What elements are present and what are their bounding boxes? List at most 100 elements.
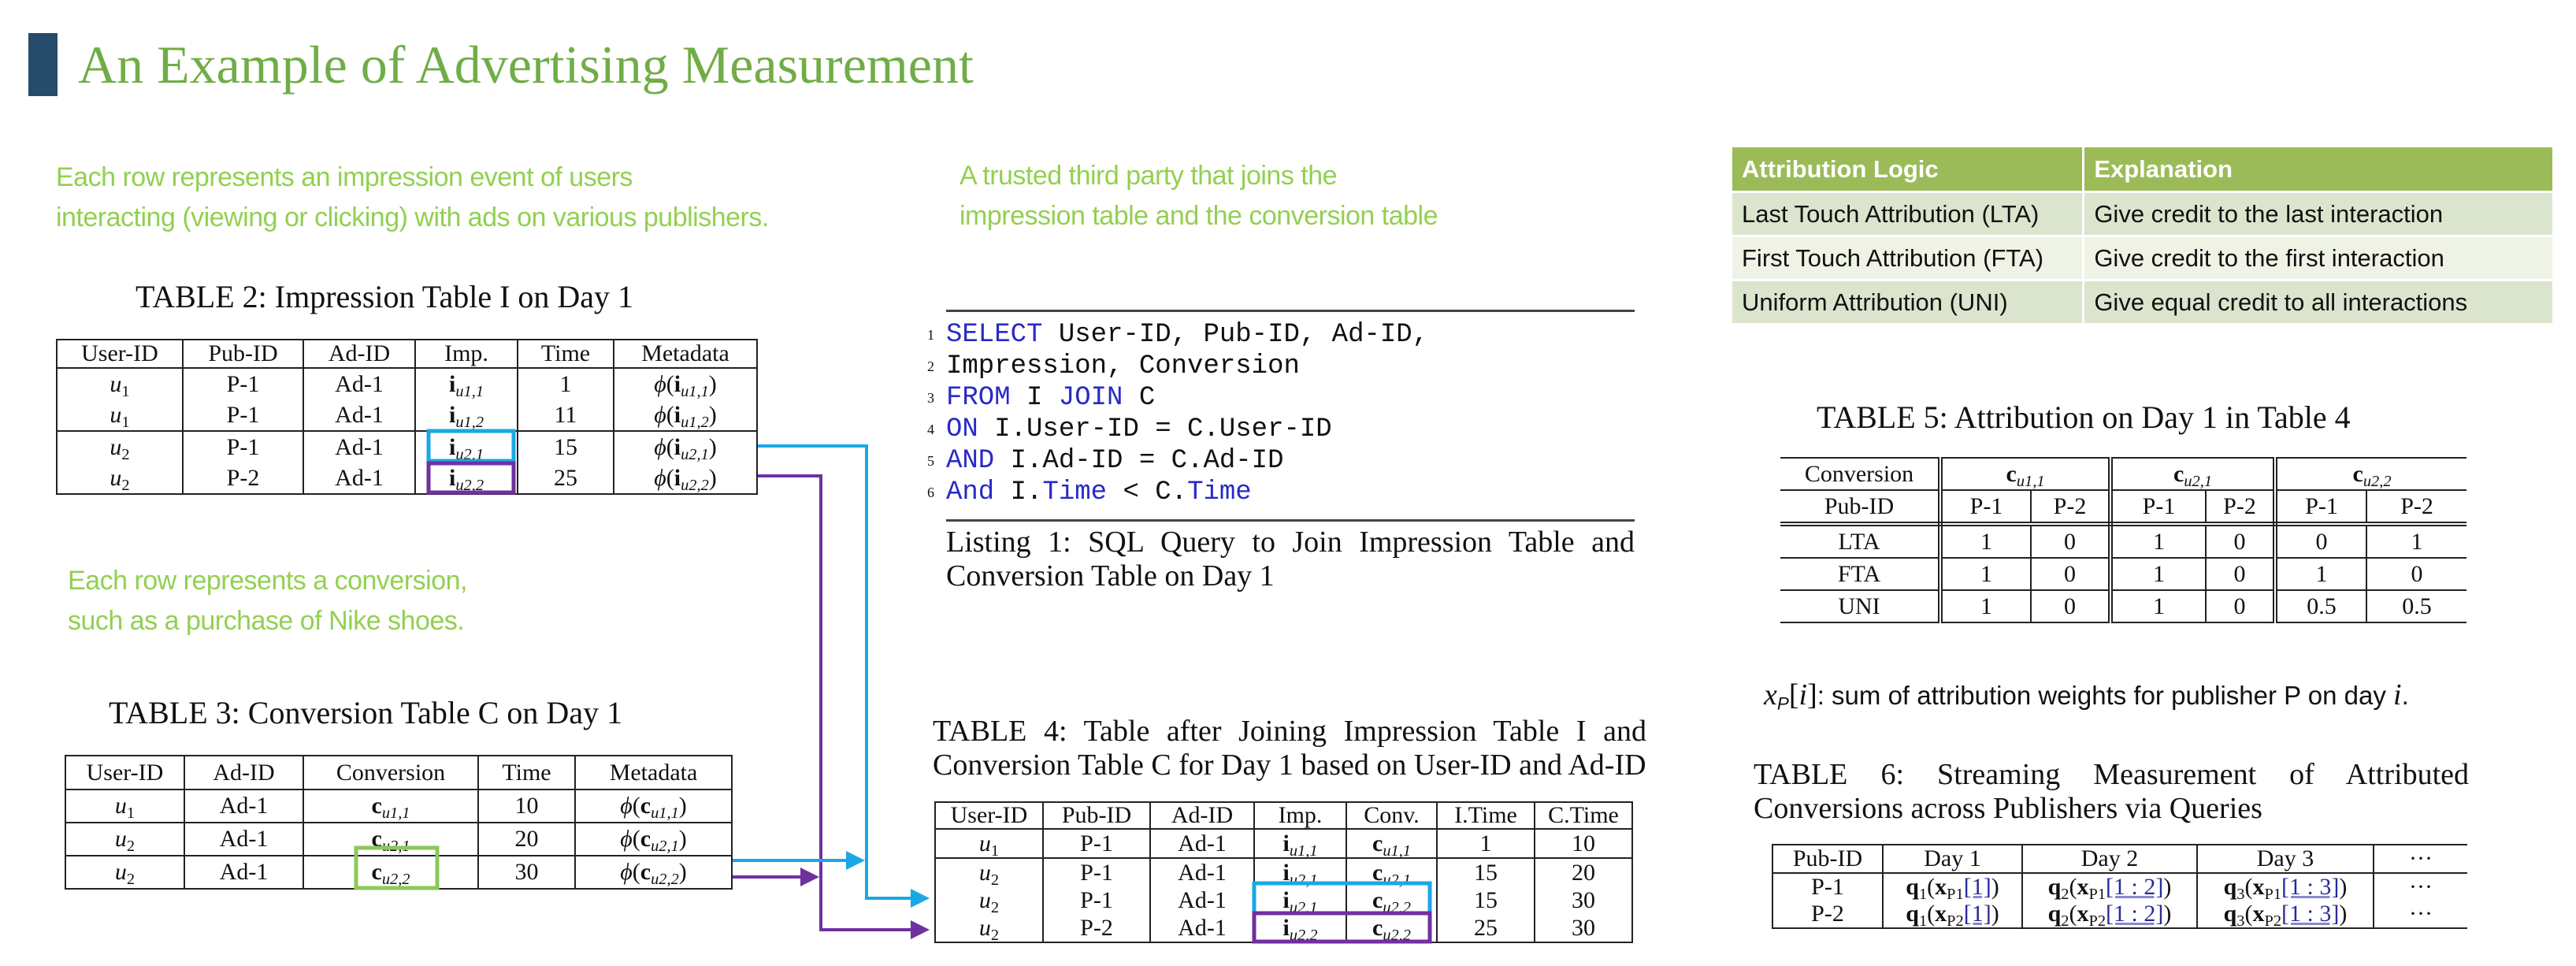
row-label: UNI [1780, 589, 1943, 622]
table-cell: 20 [477, 823, 576, 856]
phi-symbol: ϕ [620, 826, 633, 852]
column-header: Time [517, 340, 614, 369]
paren: ) [678, 793, 687, 819]
column-header: Ad-ID [303, 340, 416, 369]
paren: ( [666, 370, 674, 397]
phi-symbol: ϕ [654, 401, 666, 428]
table-cell: u1 [56, 399, 184, 431]
attribution-weight: 0 [2031, 557, 2114, 590]
subscript: u2,2 [2363, 472, 2392, 490]
subscript: 1 [126, 804, 135, 823]
query-symbol: q [2047, 874, 2062, 900]
sql-keyword: Time [1187, 477, 1252, 507]
note-line: impression table and the conversion tabl… [960, 201, 1438, 231]
table-cell: 1 [517, 368, 614, 399]
subscript: u2,2 [455, 476, 484, 494]
note-line: A trusted third party that joins the [960, 161, 1338, 191]
formula-var: x [1764, 678, 1777, 711]
math-vector: i [1282, 914, 1290, 941]
line-number: 1 [927, 327, 934, 343]
formula-idx: i [1798, 678, 1808, 711]
paren: ) [708, 401, 717, 428]
table-cell: iu2,2 [414, 463, 518, 494]
paren: ( [632, 793, 640, 819]
subscript: u2,1 [2184, 472, 2213, 490]
subscript: u1,2 [681, 413, 709, 431]
table-cell: ϕ(iu1,2) [613, 399, 758, 431]
phi-symbol: ϕ [654, 433, 666, 460]
subscript: u2,1 [455, 445, 484, 463]
sql-keyword: FROM [946, 383, 1011, 413]
subscript: u1,1 [681, 382, 709, 400]
line-number: 4 [927, 422, 934, 437]
table-cell: u2 [934, 886, 1044, 916]
math-vector: c [2006, 460, 2017, 487]
explanation-cell: Give equal credit to all interactions [2084, 281, 2552, 323]
table-cell: 15 [1436, 886, 1535, 914]
column-header: User-ID [934, 802, 1044, 830]
subscript: 2 [2061, 886, 2069, 904]
table-cell: iu1,1 [1253, 829, 1347, 859]
subscript: 2 [990, 926, 1000, 944]
paren: ( [2244, 874, 2253, 900]
query-symbol: q [1906, 874, 1919, 900]
subscript: u1,1 [455, 382, 484, 400]
paren: ( [632, 859, 640, 885]
paren: ( [666, 433, 674, 460]
attribution-weight: 0 [2206, 557, 2278, 590]
subscript: u2,2 [381, 871, 410, 889]
subscript: u2,1 [1289, 898, 1318, 916]
index-range-link: [1 : 3] [2281, 874, 2340, 900]
subscript: u2,1 [381, 838, 410, 856]
math-var: u [109, 464, 122, 491]
subscript: u2,2 [1383, 926, 1411, 944]
subscript: P2 [2088, 912, 2106, 931]
table-cell: 1 [1436, 829, 1535, 858]
math-var: u [114, 859, 127, 885]
math-var: u [114, 826, 127, 852]
table-cell: 30 [1534, 914, 1633, 942]
conversion-header: cu1,1 [1940, 458, 2114, 491]
note-line: Each row represents an impression event … [56, 162, 633, 192]
query-symbol: q [2223, 874, 2237, 900]
column-header: Pub-ID [1042, 802, 1151, 830]
table-cell: iu2,1 [1253, 857, 1347, 888]
paren: ( [666, 464, 674, 491]
math-var: u [978, 886, 991, 913]
table-cell: cu2,2 [303, 856, 479, 890]
conversion-header: cu2,2 [2275, 458, 2467, 491]
math-vector: c [371, 793, 382, 819]
sql-text: C [1123, 383, 1156, 413]
paren: ) [708, 433, 717, 460]
query-symbol: q [2047, 901, 2062, 927]
column-header: Pub-ID [182, 340, 304, 369]
header-explanation: Explanation [2084, 147, 2552, 191]
attribution-weight: 1 [2110, 524, 2207, 558]
logic-cell: Last Touch Attribution (LTA) [1732, 193, 2083, 235]
math-var: u [109, 401, 122, 428]
table-cell: P-1 [1042, 857, 1151, 886]
math-vector: c [1372, 830, 1383, 856]
column-header: Day 1 [1883, 845, 2023, 874]
subscript: 2 [990, 898, 1000, 916]
sql-text: I. [994, 477, 1043, 507]
math-vector: i [674, 464, 681, 491]
attribution-weight: 1 [2110, 557, 2207, 590]
column-header: Metadata [574, 756, 733, 790]
table-cell: Ad-1 [184, 790, 304, 823]
listing-bottom-rule [946, 519, 1635, 522]
phi-symbol: ϕ [620, 793, 633, 819]
subscript: 1 [1918, 886, 1928, 904]
paren: ) [678, 859, 687, 885]
attribution-weight: 0.5 [2275, 589, 2368, 622]
